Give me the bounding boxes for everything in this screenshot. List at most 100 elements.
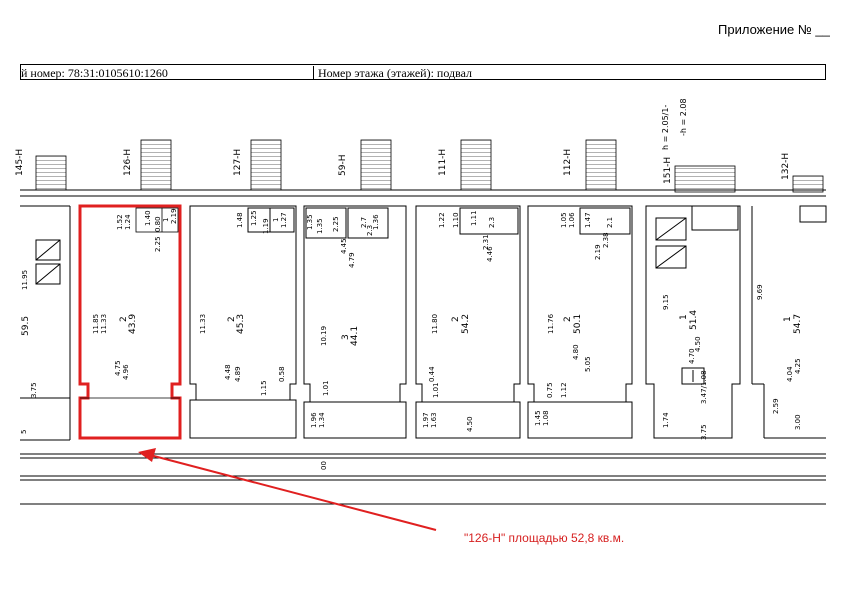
area-151: 51.4 [689,310,699,330]
dim-59-5: 1.34 [318,412,326,428]
dim-151-4: 1.74 [662,412,670,428]
area-126: 43.9 [128,314,138,334]
dim-112-6: 1.05 [560,212,568,228]
dim-127-8: 1.19 [262,218,270,234]
stair-132 [792,175,824,193]
dim-112-3: 5.05 [584,356,592,372]
area-132: 54.7 [793,314,803,334]
dim-111-2: 4.46 [486,246,494,262]
dim-127-2: 4.89 [234,366,242,382]
dim-127-5: 1.48 [236,212,244,228]
dim-59-12: 2.3 [366,225,374,236]
unit-132 [751,205,827,439]
dim-127-1: 11.33 [199,314,207,334]
dim-112-12: 1.12 [560,382,568,398]
dim-corridor: 00 [320,461,328,470]
unit-127 [189,205,297,439]
dim-59-6: 1.01 [322,380,330,396]
dim-132-4: 2.59 [772,398,780,414]
room-112: 2 [563,316,573,322]
dim-126-8: 1.40 [144,210,152,226]
stair-left [35,155,67,191]
label-left: 145-Н [15,149,25,176]
stair-note-b: -h = 2.08 [679,98,688,136]
area-left: 59.5 [21,316,31,336]
appendix-label: Приложение № __ [718,22,830,37]
dim-127-3: 4.48 [224,364,232,380]
dim-59-11: 1.36 [372,214,380,230]
label-132: 132-Н [781,153,791,180]
unit-112 [527,205,633,439]
floor-number: Номер этажа (этажей): подвал [313,66,472,80]
dim-132-2: 4.25 [794,358,802,374]
dim-151-1: 9.15 [662,294,670,310]
dim-111-11: 1.01 [432,382,440,398]
dim-127-9: 1.15 [260,380,268,396]
dim-112-4: 2.38 [602,232,610,248]
dim-59-7: 1.35 [306,214,314,230]
dim-127-6: 1.25 [250,210,258,226]
stair-note-a: h = 2.05/1- [661,105,670,150]
dim-112-13: 2.1 [606,217,614,228]
dim-112-7: 1.06 [568,212,576,228]
dim-left-2: 3.75 [30,382,38,398]
stair-59 [360,139,392,191]
dim-112-2: 4.80 [572,344,580,360]
unit-126 [78,204,182,440]
room-151: 1 [679,314,689,320]
dim-112-9: 1.45 [534,410,542,426]
dim-126-7: 1.24 [124,214,132,230]
stair-112 [585,139,617,191]
dim-59-4: 1.96 [310,412,318,428]
label-111: 111-Н [438,149,448,176]
dim-126-5: 2.25 [154,236,162,252]
dim-126-6: 1.52 [116,214,124,230]
dim-126-9: 0.80 [154,216,162,232]
stair-151 [674,165,736,193]
dim-111-12: 2.3 [488,217,496,228]
dim-126-3: 4.96 [122,364,130,380]
header-row: й номер: 78:31:0105610:1260 Номер этажа … [20,64,826,80]
dim-112-11: 0.75 [546,382,554,398]
area-59: 44.1 [350,326,360,346]
room-126: 2 [119,316,129,322]
dim-112-10: 1.08 [542,410,550,426]
dim-111-9: 1.63 [430,412,438,428]
dim-111-5: 1.22 [438,212,446,228]
caption: "126-Н" площадью 52,8 кв.м. [464,531,625,545]
unit-59 [303,205,407,439]
label-112: 112-Н [563,149,573,176]
label-151: 151-Н [663,157,673,184]
label-126: 126-Н [123,149,133,176]
dim-111-1: 11.80 [431,314,439,334]
dim-112-1: 11.76 [547,313,555,334]
stairs-top [35,139,824,193]
room-127: 2 [227,316,237,322]
room-132: 1 [783,316,793,322]
dim-151-6: 3.47/1.08 [700,370,708,404]
dim-126-4: 4.75 [114,360,122,376]
dim-111-3: 4.50 [466,416,474,432]
dim-151-2: 4.70 [688,348,696,364]
dim-left-1: 11.95 [21,270,29,290]
dim-111-10: 0.44 [428,366,436,382]
dim-111-6: 1.10 [452,212,460,228]
label-127: 127-Н [233,149,243,176]
room-111: 2 [451,316,461,322]
unit-left [20,205,71,441]
dim-126-10: 2.19 [170,208,178,224]
dim-127-4: 0.58 [278,366,286,382]
dim-132-5: 3.00 [794,414,802,430]
dim-59-2: 4.79 [348,252,356,268]
dim-111-7: 1.11 [470,210,478,226]
room-59: 3 [341,334,351,340]
area-127: 45.3 [236,314,246,334]
dim-126-11: 1 [162,218,170,222]
dim-112-5: 2.19 [594,244,602,260]
dim-59-10: 2.7 [360,217,368,228]
unit-151 [645,205,741,439]
dim-126-1: 11.85 [92,314,100,334]
dim-132-1: 9.69 [756,284,764,300]
dim-59-3: 4.45 [340,238,348,254]
